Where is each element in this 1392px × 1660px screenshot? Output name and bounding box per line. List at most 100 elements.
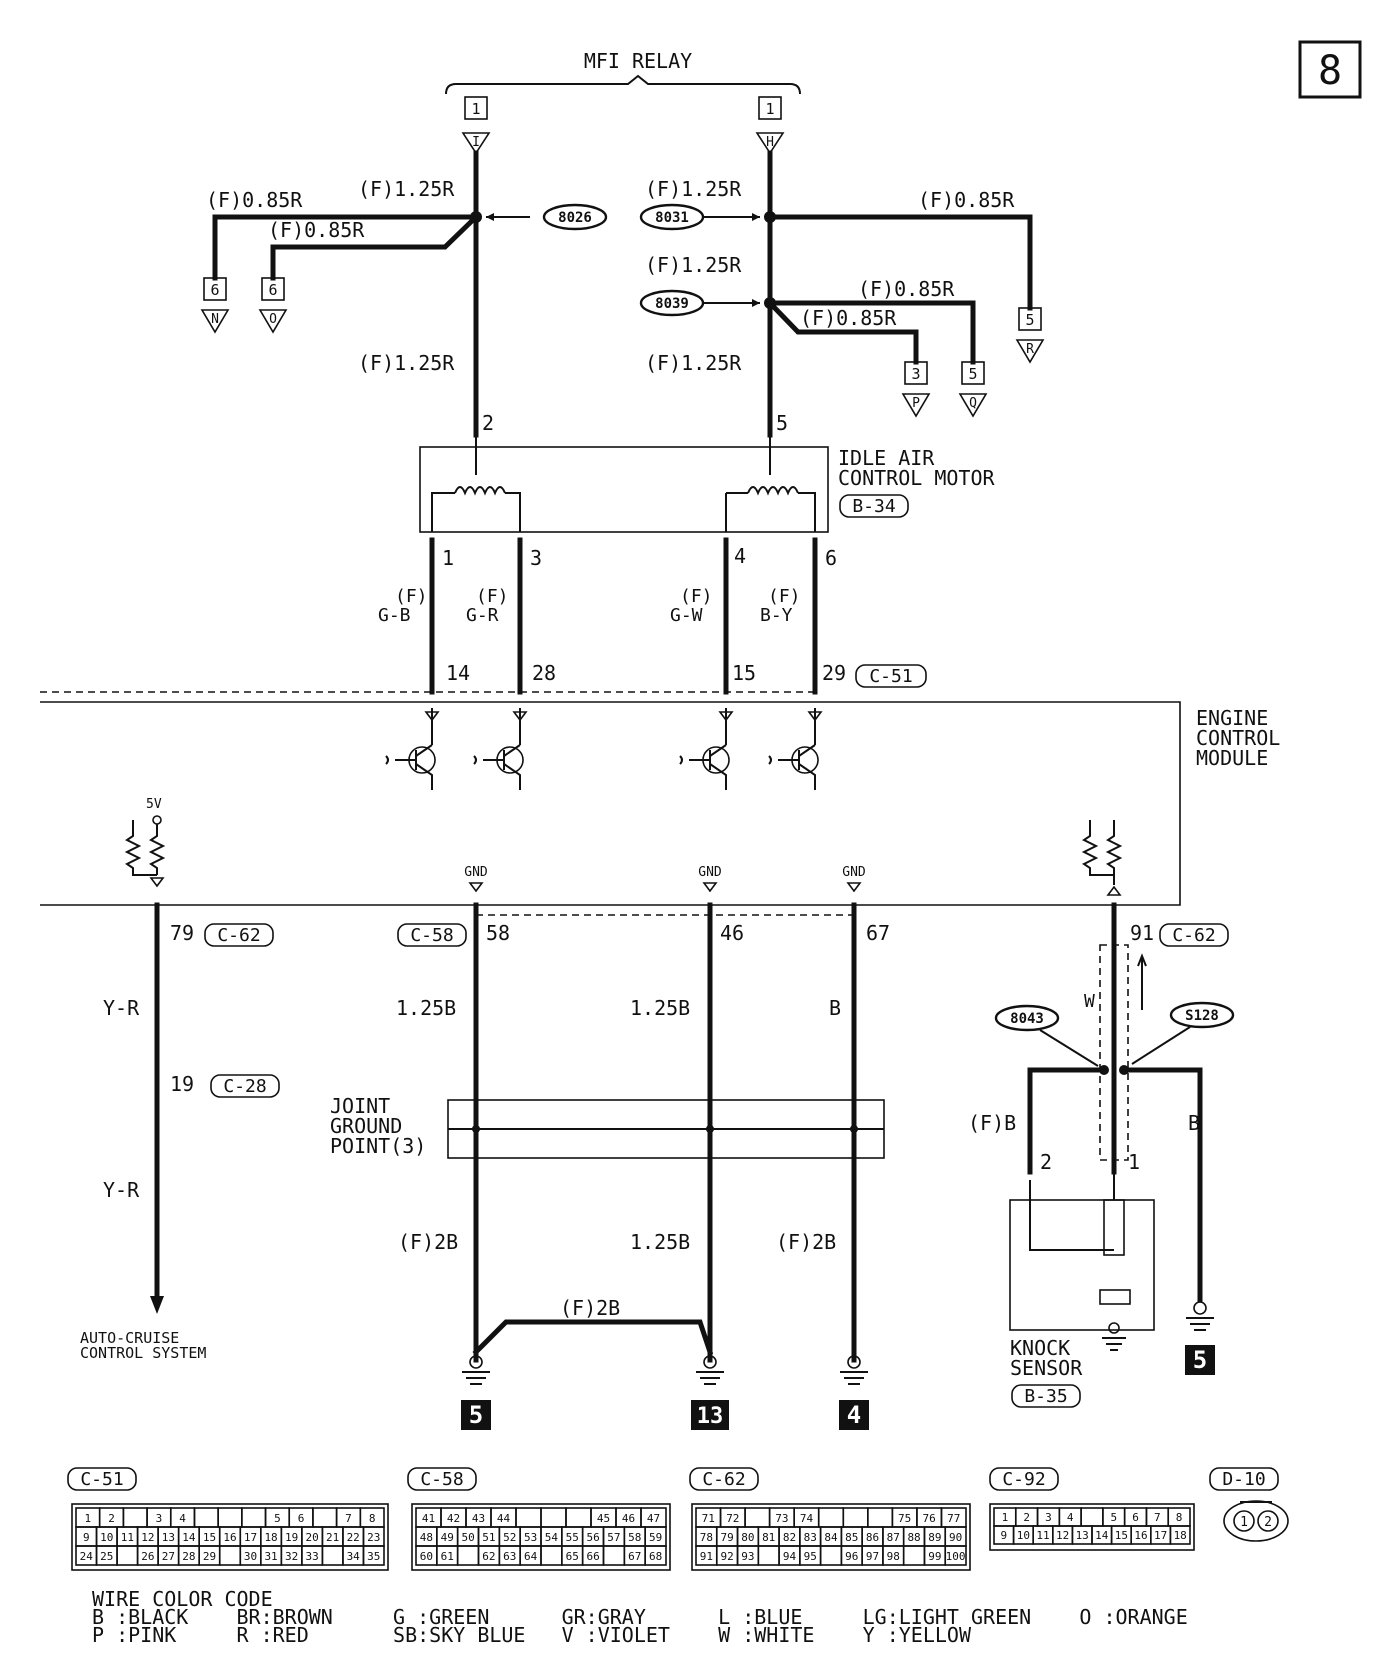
connector-pin-label: 45 bbox=[597, 1512, 610, 1525]
svg-text:2: 2 bbox=[482, 411, 494, 435]
svg-text:C-28: C-28 bbox=[223, 1076, 266, 1097]
svg-text:29: 29 bbox=[822, 661, 846, 685]
wire-color-legend: WIRE COLOR CODE B :BLACK BR:BROWN G :GRE… bbox=[92, 1587, 1188, 1647]
svg-text:N: N bbox=[211, 312, 219, 327]
left-supply-wiring: (F)1.25R (F)0.85R (F)0.85R (F)1.25R 6 N … bbox=[200, 150, 608, 438]
connector-pin-label: 94 bbox=[783, 1550, 797, 1563]
connector-cavity bbox=[217, 1507, 243, 1528]
ground-symbol-5: 5 bbox=[461, 1355, 491, 1430]
svg-text:2: 2 bbox=[1264, 1515, 1272, 1530]
connector-pin-label: 68 bbox=[649, 1550, 662, 1563]
connector-pin-label: 14 bbox=[1095, 1529, 1109, 1542]
connector-pin-label: 20 bbox=[306, 1531, 319, 1544]
connector-pin-label: 31 bbox=[264, 1550, 277, 1563]
svg-text:B-34: B-34 bbox=[852, 496, 895, 517]
engine-control-module: ENGINE CONTROL MODULE 5V bbox=[40, 691, 1280, 906]
connector-cavity bbox=[1169, 1525, 1191, 1545]
connector-pin-label: 3 bbox=[1045, 1511, 1052, 1524]
connector-pin-label: 8 bbox=[1176, 1511, 1183, 1524]
connector-pin-label: 17 bbox=[244, 1531, 257, 1544]
svg-text:8026: 8026 bbox=[558, 210, 592, 226]
connector-cavity bbox=[757, 1545, 780, 1566]
connector-pin-label: 7 bbox=[1154, 1511, 1161, 1524]
svg-text:IDLE AIR: IDLE AIR bbox=[838, 446, 935, 470]
connector-pin-label: 64 bbox=[524, 1550, 538, 1563]
connector-cavity bbox=[902, 1545, 926, 1566]
svg-text:28: 28 bbox=[532, 661, 556, 685]
svg-text:MFI RELAY: MFI RELAY bbox=[584, 49, 692, 73]
connector-pin-label: 5 bbox=[1110, 1511, 1117, 1524]
connector-cavity bbox=[744, 1507, 771, 1528]
svg-text:O: O bbox=[269, 312, 277, 327]
connector-pin-label: 88 bbox=[907, 1531, 920, 1544]
connector-label-b35: B-35 bbox=[1011, 1384, 1081, 1408]
connector-cavity bbox=[644, 1545, 667, 1566]
svg-text:6: 6 bbox=[210, 281, 219, 299]
connector-pin-label: 33 bbox=[306, 1550, 319, 1563]
svg-text:C-62: C-62 bbox=[1172, 925, 1215, 946]
connector-pin-label: 22 bbox=[347, 1531, 360, 1544]
connector-pin-label: 9 bbox=[83, 1531, 90, 1544]
svg-text:Y-R: Y-R bbox=[103, 996, 140, 1020]
connector-pin-label: 73 bbox=[775, 1512, 788, 1525]
connector-pin-label: 16 bbox=[1134, 1529, 1147, 1542]
svg-text:AUTO-CRUISE: AUTO-CRUISE bbox=[80, 1329, 179, 1347]
connector-pin-label: 32 bbox=[285, 1550, 298, 1563]
connector-pin-label: 1 bbox=[85, 1512, 92, 1525]
connector-pin-label: 41 bbox=[422, 1512, 435, 1525]
connector-pin-label: 96 bbox=[845, 1550, 858, 1563]
connector-label-c28: C-28 bbox=[210, 1074, 280, 1098]
knock-sensor-wiring: 91 C-62 W 8043 S128 (F)B B 2 1 K bbox=[968, 902, 1235, 1408]
connector-cavity bbox=[515, 1507, 542, 1528]
connector-pin-label: 76 bbox=[923, 1512, 936, 1525]
connector-pin-label: 90 bbox=[949, 1531, 962, 1544]
driver-transistor-3 bbox=[679, 708, 734, 790]
gnd-46: GND bbox=[698, 865, 722, 893]
connector-pin-label: 99 bbox=[928, 1550, 941, 1563]
svg-text:G-B: G-B bbox=[378, 605, 411, 626]
connector-pin-label: 19 bbox=[285, 1531, 298, 1544]
idle-air-control-motor: 2 5 IDLE AIR CONTROL MOTOR B-34 1 3 4 6 bbox=[419, 411, 995, 570]
svg-text:C-58: C-58 bbox=[420, 1469, 463, 1490]
connector-pin-label: 54 bbox=[545, 1531, 559, 1544]
connector-pin-label: 63 bbox=[503, 1550, 516, 1563]
svg-text:(F)0.85R: (F)0.85R bbox=[858, 277, 955, 301]
svg-text:ENGINE: ENGINE bbox=[1196, 706, 1268, 730]
connector-pin-label: 24 bbox=[80, 1550, 94, 1563]
connector-pin-label: 35 bbox=[367, 1550, 380, 1563]
connector-pin-label: 100 bbox=[946, 1550, 966, 1563]
svg-text:1: 1 bbox=[471, 100, 480, 118]
connector-pin-label: 82 bbox=[783, 1531, 796, 1544]
connector-pin-label: 87 bbox=[887, 1531, 900, 1544]
connector-pin-label: 60 bbox=[420, 1550, 433, 1563]
connector-pin-label: 72 bbox=[726, 1512, 739, 1525]
svg-text:1.25B: 1.25B bbox=[396, 996, 456, 1020]
splice-8031: 8031 bbox=[639, 203, 705, 231]
connector-pin-label: 2 bbox=[1023, 1511, 1030, 1524]
svg-text:(F)0.85R: (F)0.85R bbox=[206, 188, 303, 212]
connector-pin-label: 92 bbox=[721, 1550, 734, 1563]
connector-pin-label: 10 bbox=[1017, 1529, 1030, 1542]
connector-pin-label: 59 bbox=[649, 1531, 662, 1544]
svg-text:(F)1.25R: (F)1.25R bbox=[358, 351, 455, 375]
svg-text:CONTROL SYSTEM: CONTROL SYSTEM bbox=[80, 1344, 206, 1362]
svg-text:(F)0.85R: (F)0.85R bbox=[800, 306, 897, 330]
svg-text:(F)1.25R: (F)1.25R bbox=[645, 177, 742, 201]
svg-text:P: P bbox=[912, 396, 920, 411]
connector-pin-label: 21 bbox=[326, 1531, 339, 1544]
connector-pin-label: 9 bbox=[1000, 1529, 1007, 1542]
svg-text:GROUND: GROUND bbox=[330, 1114, 402, 1138]
connector-pin-label: 52 bbox=[503, 1531, 516, 1544]
connector-pin-label: 15 bbox=[1115, 1529, 1128, 1542]
svg-text:14: 14 bbox=[446, 661, 470, 685]
connector-pin-label: 34 bbox=[347, 1550, 361, 1563]
svg-text:C-58: C-58 bbox=[410, 925, 453, 946]
connector-pin-label: 83 bbox=[804, 1531, 817, 1544]
connector-pin-label: 4 bbox=[179, 1512, 186, 1525]
svg-text:5: 5 bbox=[1193, 1346, 1207, 1374]
